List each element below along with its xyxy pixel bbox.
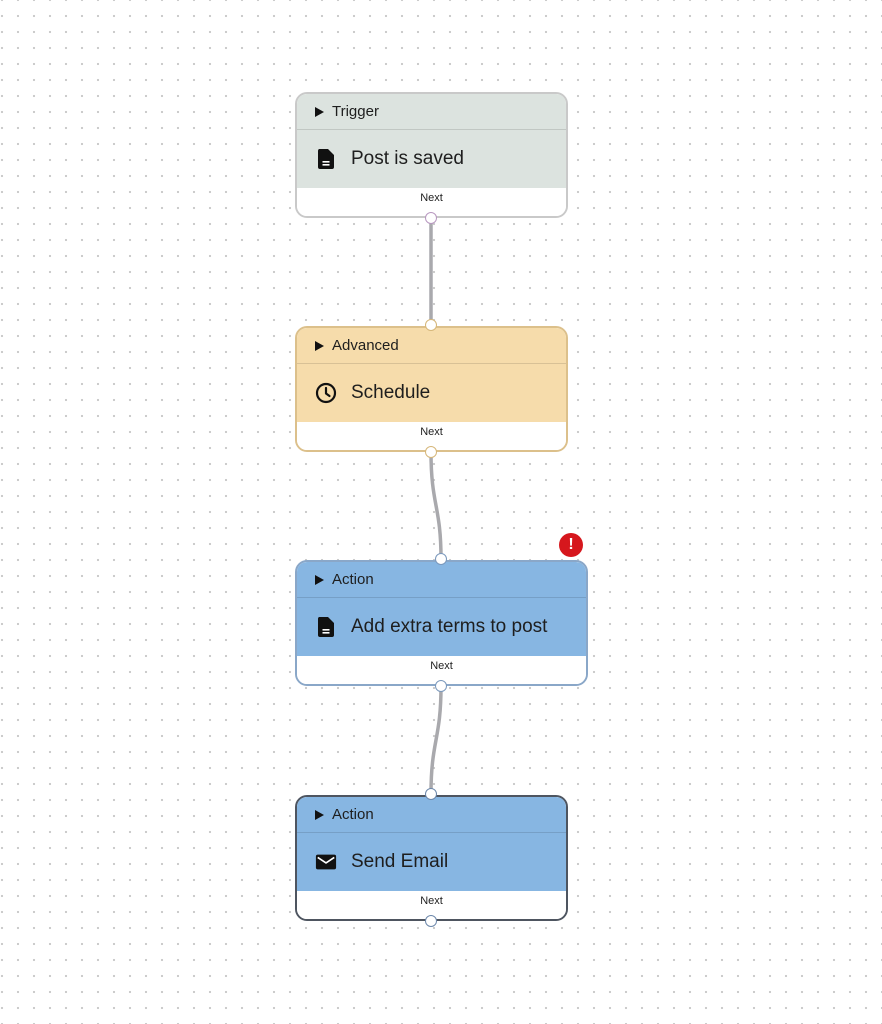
clock-icon: [315, 382, 337, 404]
output-port[interactable]: [425, 446, 437, 458]
input-port[interactable]: [435, 553, 447, 565]
node-footer-label: Next: [297, 891, 566, 919]
caret-right-icon: [315, 809, 324, 820]
input-port[interactable]: [425, 788, 437, 800]
connector-edge[interactable]: [429, 684, 443, 796]
node-body: Add extra terms to post: [297, 598, 586, 656]
document-icon: [315, 148, 337, 170]
node-category-label: Trigger: [332, 103, 379, 120]
node-header-toggle[interactable]: Advanced: [297, 328, 566, 364]
output-port[interactable]: [425, 915, 437, 927]
node-header-toggle[interactable]: Trigger: [297, 94, 566, 130]
input-port[interactable]: [425, 319, 437, 331]
caret-right-icon: [315, 106, 324, 117]
output-port[interactable]: [435, 680, 447, 692]
caret-right-icon: [315, 574, 324, 585]
node-footer-label: Next: [297, 422, 566, 450]
node-body: Send Email: [297, 833, 566, 891]
node-body: Schedule: [297, 364, 566, 422]
node-category-label: Advanced: [332, 337, 399, 354]
node-body: Post is saved: [297, 130, 566, 188]
caret-right-icon: [315, 340, 324, 351]
connector-edge[interactable]: [429, 450, 443, 561]
schedule-node[interactable]: Advanced Schedule Next: [295, 326, 568, 452]
node-title: Add extra terms to post: [351, 616, 548, 637]
node-header-toggle[interactable]: Action: [297, 797, 566, 833]
send-email-node[interactable]: Action Send Email Next: [295, 795, 568, 921]
node-footer-label: Next: [297, 656, 586, 684]
node-title: Post is saved: [351, 148, 464, 169]
error-badge-icon[interactable]: !: [559, 533, 583, 557]
node-category-label: Action: [332, 571, 374, 588]
node-category-label: Action: [332, 806, 374, 823]
trigger-node[interactable]: Trigger Post is saved Next: [295, 92, 568, 218]
node-title: Schedule: [351, 382, 431, 403]
add-extra-terms-node[interactable]: Action Add extra terms to post Next !: [295, 533, 588, 686]
envelope-icon: [315, 851, 337, 873]
node-footer-label: Next: [297, 188, 566, 216]
node-title: Send Email: [351, 851, 449, 872]
node-header-toggle[interactable]: Action: [297, 562, 586, 598]
document-icon: [315, 616, 337, 638]
output-port[interactable]: [425, 212, 437, 224]
